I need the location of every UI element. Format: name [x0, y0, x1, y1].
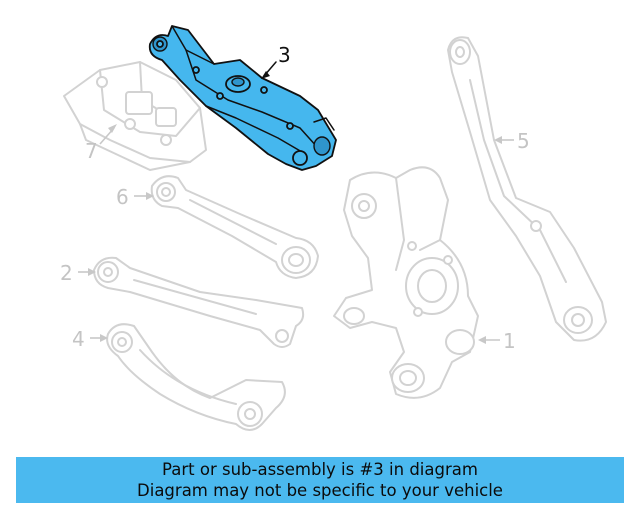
part-5-trailing-arm[interactable] — [447, 36, 607, 342]
banner-line-2: Diagram may not be specific to your vehi… — [137, 481, 503, 500]
callout-4: 4 — [72, 327, 108, 351]
callout-2: 2 — [60, 261, 96, 285]
callout-5: 5 — [494, 129, 530, 153]
part-3-highlighted-arm[interactable] — [148, 25, 337, 171]
callout-5-number: 5 — [517, 129, 530, 153]
callout-3: 3 — [261, 43, 291, 79]
part-6-link-arm[interactable] — [150, 175, 319, 279]
callout-3-number: 3 — [278, 43, 291, 67]
callout-2-number: 2 — [60, 261, 73, 285]
part-7-bracket[interactable] — [63, 61, 207, 171]
callout-4-number: 4 — [72, 327, 85, 351]
callout-7-number: 7 — [85, 139, 98, 163]
callout-1: 1 — [478, 329, 516, 353]
callout-6-number: 6 — [116, 185, 129, 209]
callout-6: 6 — [116, 185, 154, 209]
part-2-lower-arm[interactable] — [93, 256, 305, 348]
callout-1-number: 1 — [503, 329, 516, 353]
part-1-knuckle[interactable] — [333, 166, 479, 399]
banner-line-1: Part or sub-assembly is #3 in diagram — [162, 460, 478, 479]
parts-diagram: 7 6 2 4 — [60, 25, 607, 431]
part-4-control-arm[interactable] — [106, 323, 286, 431]
info-banner: Part or sub-assembly is #3 in diagram Di… — [16, 457, 624, 503]
callout-7: 7 — [85, 124, 117, 163]
